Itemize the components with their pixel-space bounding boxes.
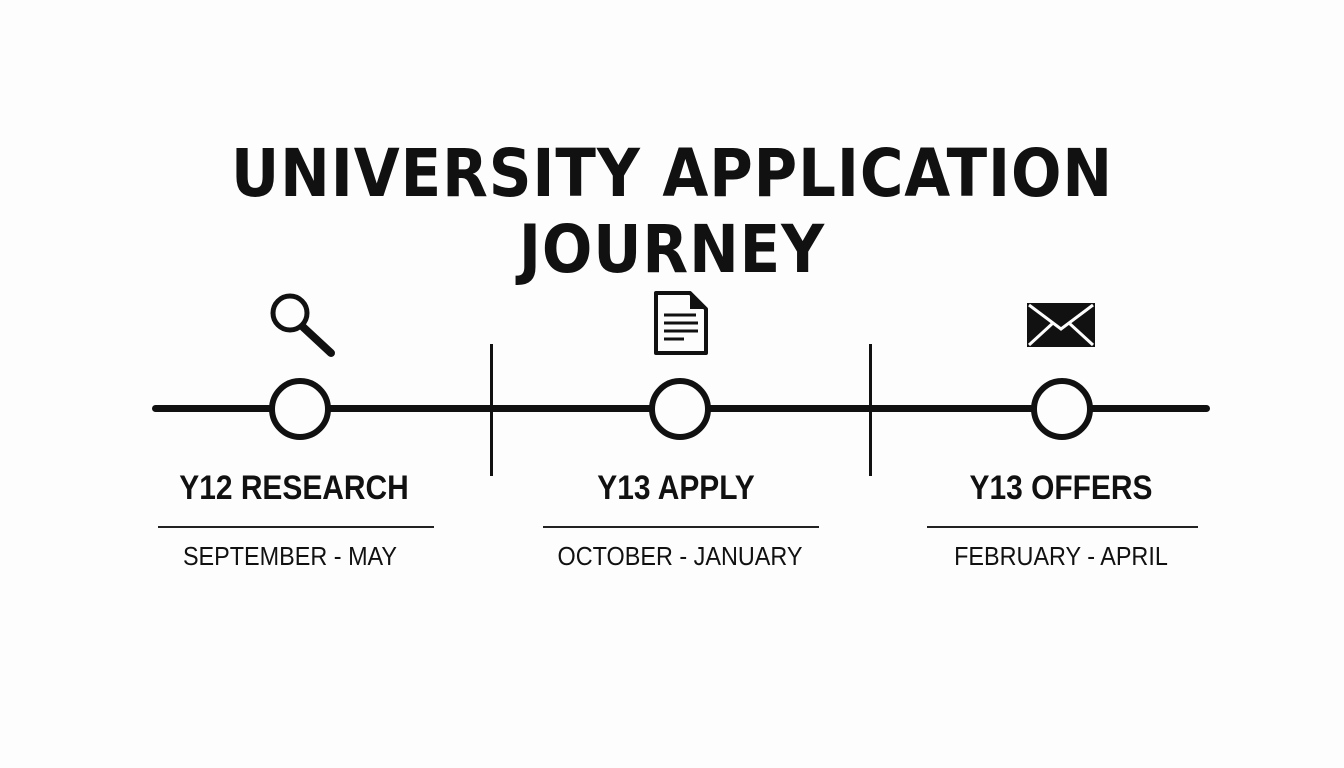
stage-underline: [158, 526, 434, 528]
stage-node: [1031, 378, 1093, 440]
stage-divider: [490, 344, 493, 476]
stage-label: Y13 OFFERS: [969, 469, 1153, 507]
envelope-icon: [1026, 302, 1096, 348]
stage-underline: [543, 526, 819, 528]
stage-date-range: OCTOBER - JANUARY: [557, 541, 803, 571]
stage-underline: [927, 526, 1198, 528]
stage-divider: [869, 344, 872, 476]
stage-label: Y12 RESEARCH: [179, 469, 409, 507]
stage-node: [649, 378, 711, 440]
page-title: UNIVERSITY APPLICATION JOURNEY: [231, 135, 1114, 288]
stage-date-range: FEBRUARY - APRIL: [954, 541, 1168, 571]
stage-label: Y13 APPLY: [597, 469, 755, 507]
stage-date-range: SEPTEMBER - MAY: [182, 541, 398, 571]
stage-node: [269, 378, 331, 440]
document-icon: [652, 289, 710, 357]
magnifying-glass-icon: [268, 290, 340, 360]
